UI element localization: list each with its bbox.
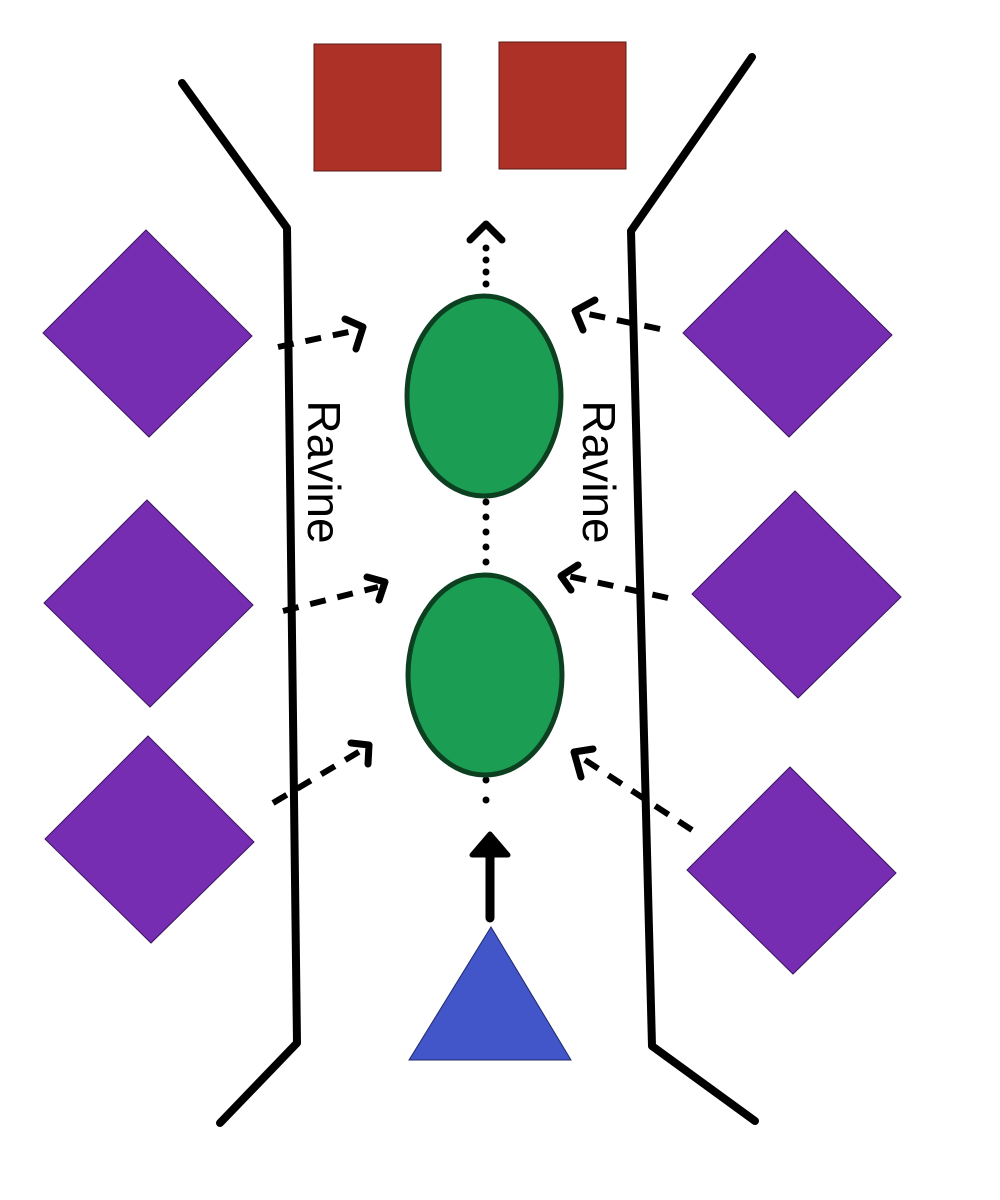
objective-square-right xyxy=(498,41,627,170)
ravine-label-right: Ravine xyxy=(573,400,625,543)
attack-arrow-right-bottom xyxy=(570,745,694,833)
ambusher-diamond-right-top xyxy=(682,229,893,438)
dotted-path-arrowhead xyxy=(466,220,506,244)
marching-unit-rear xyxy=(405,572,565,778)
advance-arrowhead xyxy=(469,831,511,858)
attack-arrow-right-middle xyxy=(557,561,669,601)
ambusher-diamond-left-bottom xyxy=(44,735,255,944)
attack-arrow-right-top xyxy=(571,296,661,334)
left-ravine-wall xyxy=(178,79,301,1127)
objective-square-left xyxy=(313,43,442,172)
right-ravine-wall xyxy=(627,53,759,1125)
ambusher-diamond-left-top xyxy=(42,229,253,438)
marching-unit-front xyxy=(404,293,564,499)
ambusher-diamond-right-middle xyxy=(691,490,902,699)
attack-arrow-left-bottom xyxy=(271,739,373,806)
ravine-label-left: Ravine xyxy=(298,400,350,543)
ambusher-diamond-right-bottom xyxy=(686,766,897,975)
advancing-force-triangle xyxy=(408,926,572,1061)
ambusher-diamond-left-middle xyxy=(43,499,254,708)
attack-arrow-left-middle xyxy=(282,573,389,614)
attack-arrow-left-top xyxy=(277,315,367,353)
